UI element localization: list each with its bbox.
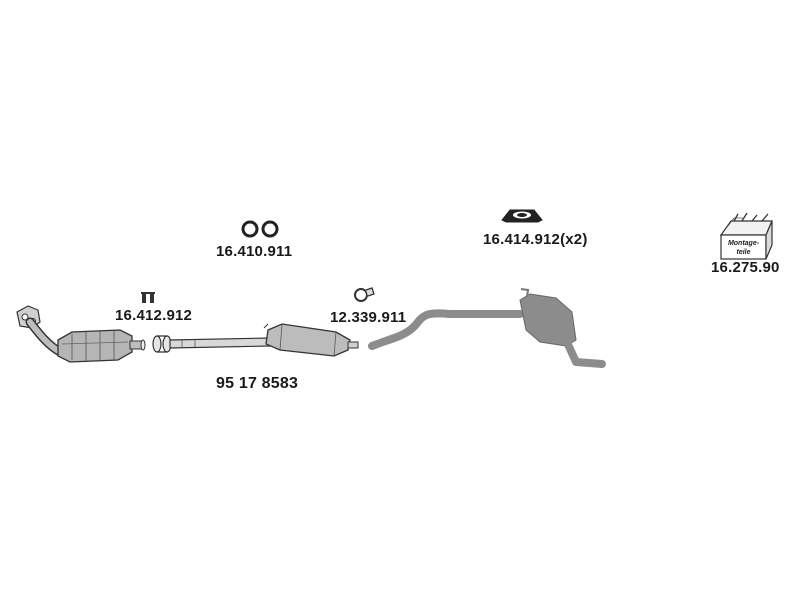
clamp-icon[interactable] [354, 287, 375, 302]
kit-label-line1: Montage- [728, 240, 760, 247]
middle-pipe-silencer[interactable] [152, 323, 359, 357]
part-number-flange-gasket: 16.412.912 [115, 307, 193, 324]
part-number-rubber-mounts: 16.414.912(x2) [483, 231, 588, 248]
part-number-mounting-kit: 16.275.90 [711, 259, 780, 276]
part-number-gasket-rings: 16.410.911 [216, 243, 293, 260]
rear-silencer[interactable] [368, 288, 606, 368]
part-number-middle-pipe: 95 17 8583 [216, 375, 299, 392]
part-number-clamp: 12.339.911 [330, 309, 407, 326]
rubber-mount-icon[interactable] [501, 209, 543, 223]
gasket-rings-icon[interactable] [241, 220, 279, 238]
flange-gasket-icon[interactable] [141, 292, 155, 303]
catalytic-converter-front-pipe[interactable] [16, 305, 146, 363]
kit-label-line2: teile [736, 249, 750, 256]
mounting-kit-box-icon[interactable]: Montage- teile [719, 212, 773, 260]
